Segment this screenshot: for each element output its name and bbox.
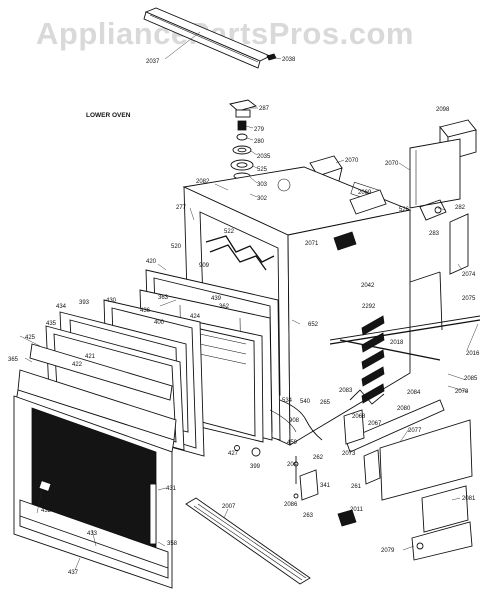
part-label: 2007 [222, 504, 236, 510]
part-label: 2292 [362, 304, 376, 310]
part-label: 365 [8, 357, 19, 363]
part-label: 909 [199, 263, 210, 269]
part-label: 525 [257, 167, 268, 173]
part-label: 400 [154, 320, 165, 326]
part-label: 2085 [464, 376, 478, 382]
part-label: 265 [320, 400, 331, 406]
foot-2079 [411, 521, 473, 561]
part-label: 427 [228, 451, 239, 457]
bracket-261 [363, 449, 381, 485]
part-label: 431 [166, 486, 177, 492]
bracket-2098 [439, 119, 477, 162]
part-label: 2070 [345, 158, 359, 164]
part-label: 522 [224, 229, 235, 235]
part-label: 520 [171, 244, 182, 250]
wiring-534-540 [269, 399, 323, 441]
part-label: 526 [399, 207, 410, 213]
sensor-204-262-341 [293, 456, 319, 501]
part-label: 2038 [282, 57, 296, 63]
part-label: 652 [308, 322, 319, 328]
gasket-427-399 [234, 445, 261, 457]
part-label: 2074 [462, 272, 476, 278]
part-label: 420 [146, 259, 157, 265]
part-label: 2083 [339, 388, 353, 394]
part-label: 303 [257, 182, 268, 188]
part-label: 2082 [196, 179, 210, 185]
part-label: 2035 [257, 154, 271, 160]
part-label: 2069 [358, 190, 372, 196]
part-label: 425 [25, 335, 36, 341]
part-label: 437 [68, 570, 79, 576]
part-label: 2037 [146, 59, 160, 65]
part-label: 363 [158, 295, 169, 301]
part-label: 393 [79, 300, 90, 306]
trim-365 [15, 369, 177, 453]
part-label: 2078 [455, 389, 469, 395]
part-label: 2075 [462, 296, 476, 302]
part-label: 908 [289, 418, 300, 424]
part-label: 2079 [381, 548, 395, 554]
part-label: 439 [211, 296, 222, 302]
handle-425 [29, 343, 173, 401]
part-label: 287 [259, 106, 270, 112]
part-label: 436 [140, 308, 151, 314]
part-label: 435 [46, 321, 57, 327]
rod-2018 [339, 339, 441, 361]
leader-lines [19, 31, 479, 571]
part-label: 2081 [462, 496, 476, 502]
part-label: 2067 [368, 421, 382, 427]
part-label: 2098 [436, 107, 450, 113]
part-label: 204 [287, 462, 298, 468]
part-label: 2068 [352, 414, 366, 420]
outer-door-437 [13, 395, 173, 589]
panel-2070 [409, 138, 461, 209]
part-label: 263 [303, 513, 314, 519]
side-rail-2075 [409, 271, 443, 331]
part-label: 262 [313, 455, 324, 461]
bracket-2073 [343, 409, 365, 445]
part-label: 2084 [407, 390, 421, 396]
part-label: 432 [41, 508, 52, 514]
part-label: 540 [300, 399, 311, 405]
part-label: 279 [254, 127, 265, 133]
part-label: 358 [167, 541, 178, 547]
part-label: 280 [254, 139, 265, 145]
part-label: 434 [56, 304, 67, 310]
part-label: 2086 [284, 502, 298, 508]
part-label: 433 [87, 531, 98, 537]
part-label: 362 [219, 304, 230, 310]
part-label: 302 [257, 196, 268, 202]
part-label: 341 [320, 483, 331, 489]
rod-2016 [329, 315, 481, 345]
part-label: 2073 [342, 451, 356, 457]
part-label: 261 [351, 484, 362, 490]
part-label: 2077 [408, 428, 422, 434]
diagram-title: LOWER OVEN [86, 112, 131, 119]
part-label: 2016 [466, 351, 480, 357]
part-label: 282 [455, 205, 466, 211]
part-label: 430 [106, 298, 117, 304]
part-label: 283 [429, 231, 440, 237]
bottom-rail-2077 [379, 419, 473, 501]
element-2083 [349, 389, 385, 405]
part-label: 2011 [350, 507, 364, 513]
part-label: 2080 [397, 406, 411, 412]
kick-panel-2007 [185, 497, 311, 585]
part-label: 2018 [390, 340, 404, 346]
part-label: 2070 [385, 161, 399, 167]
part-label: 422 [72, 362, 83, 368]
part-labels: 2037 2038 287 279 280 2035 525 303 302 2… [8, 57, 480, 576]
part-label: 534 [282, 398, 293, 404]
panel-2081 [421, 485, 469, 533]
part-label: 399 [250, 464, 261, 470]
part-label: 2071 [305, 241, 319, 247]
part-label: 421 [85, 354, 96, 360]
part-label: 459 [287, 440, 298, 446]
part-label: 2042 [361, 283, 375, 289]
part-label: 424 [190, 314, 201, 320]
drawer-rail-2080 [345, 399, 445, 453]
part-label: 277 [176, 205, 187, 211]
plate-2011 [337, 509, 357, 527]
